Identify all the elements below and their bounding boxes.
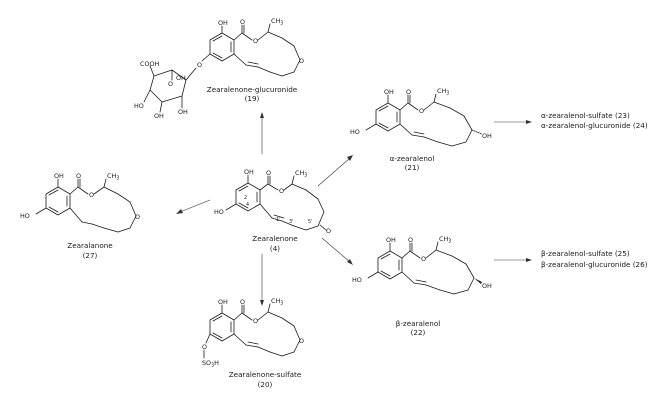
zearalanone-structure: OH O O CH3 O HO <box>20 172 140 233</box>
ester-o-label: O <box>421 255 426 263</box>
cooh-label: COOH <box>140 60 160 68</box>
reaction-arrows <box>176 112 532 306</box>
ketone-o-label: O <box>299 337 304 345</box>
arrow-to-alpha <box>317 157 351 187</box>
ch3-label: CH3 <box>107 172 119 182</box>
ch3-label: CH3 <box>271 17 283 27</box>
ho-label: HO <box>352 276 362 284</box>
zearalenone-structure: OH O O CH3 O HO 2 4 1' 3' 5' <box>214 168 331 235</box>
ester-o-label: O <box>253 317 258 325</box>
glycosidic-o-label: O <box>197 61 202 69</box>
zearalenone-name: Zearalenone <box>252 234 298 243</box>
beta-glucuronide-label: β-zearalenol-glucuronide (26) <box>541 260 648 269</box>
zearalenone-number: (4) <box>270 244 280 253</box>
carbonyl-o-label: O <box>406 88 411 96</box>
glucuronide-number: (19) <box>245 94 260 103</box>
ch3-label: CH3 <box>439 235 451 245</box>
ring-number-5p: 5' <box>308 219 312 225</box>
beta-zearalenol-number: (22) <box>411 328 426 337</box>
beta-zearalenol-structure: OH O O CH3 HO OH <box>352 235 492 295</box>
oh-label: OH <box>384 88 394 96</box>
carbonyl-o-label: O <box>76 172 81 180</box>
ho-label: HO <box>20 212 30 220</box>
ring-o-label: O <box>168 80 173 88</box>
ring-number-1p: 1' <box>276 217 280 223</box>
oh-label: OH <box>178 108 188 116</box>
ring-number-2: 2 <box>244 195 247 201</box>
alpha-sulfate-label: α-zearalenol-sulfate (23) <box>541 111 630 120</box>
oh-label: OH <box>218 298 228 306</box>
ch3-label: CH3 <box>271 297 283 307</box>
beta-sulfate-label: β-zearalenol-sulfate (25) <box>541 249 630 258</box>
oh-label: HO <box>134 102 144 110</box>
carbonyl-o-label: O <box>240 18 245 26</box>
glucuronic-acid-structure: COOH O HO OH OH OH <box>134 60 197 120</box>
oh-label: OH <box>386 236 396 244</box>
carbonyl-o-label: O <box>240 298 245 306</box>
zearalanone-number: (27) <box>83 251 98 260</box>
oh-label: OH <box>482 132 492 140</box>
arrow-to-zearalanone <box>179 199 211 213</box>
oh-label: OH <box>176 74 186 82</box>
oh-label: OH <box>218 19 228 27</box>
ester-o-label: O <box>279 187 284 195</box>
alpha-zearalenol-structure: OH O O CH3 HO OH <box>350 87 492 147</box>
glucuronide-structure: OH O O CH3 O O <box>197 17 304 77</box>
ester-o-label: O <box>419 107 424 115</box>
carbonyl-o-label: O <box>408 236 413 244</box>
beta-zearalenol-name: β-zearalenol <box>396 319 441 328</box>
ring-number-4: 4 <box>246 202 249 208</box>
sulfate-o-label: O <box>202 343 207 351</box>
ho-label: HO <box>214 208 224 216</box>
zearalanone-name: Zearalanone <box>67 241 113 250</box>
carbonyl-o-label: O <box>266 169 271 177</box>
sulfate-number: (20) <box>258 380 273 389</box>
sulfate-structure: OH O O CH3 O O SO3H <box>202 297 304 369</box>
alpha-glucuronide-label: α-zearalenol-glucuronide (24) <box>541 121 648 130</box>
arrow-to-beta <box>321 237 351 263</box>
ester-o-label: O <box>89 191 94 199</box>
oh-label: OH <box>482 282 492 290</box>
ring-number-3p: 3' <box>289 219 293 225</box>
ketone-o-label: O <box>135 213 140 221</box>
oh-label: OH <box>154 112 164 120</box>
ester-o-label: O <box>253 37 258 45</box>
ho-label: HO <box>350 128 360 136</box>
oh-label: OH <box>54 172 64 180</box>
oh-label: OH <box>244 168 254 176</box>
ketone-o-label: O <box>299 57 304 65</box>
so3h-label: SO3H <box>202 359 219 369</box>
alpha-zearalenol-name: α-zearalenol <box>390 154 435 163</box>
ch3-label: CH3 <box>437 87 449 97</box>
sulfate-name: Zearalenone-sulfate <box>229 370 302 379</box>
glucuronide-name: Zearalenone-glucuronide <box>207 85 298 94</box>
alpha-zearalenol-number: (21) <box>405 163 420 172</box>
ch3-label: CH3 <box>295 169 307 179</box>
ketone-o-label: O <box>326 227 331 235</box>
